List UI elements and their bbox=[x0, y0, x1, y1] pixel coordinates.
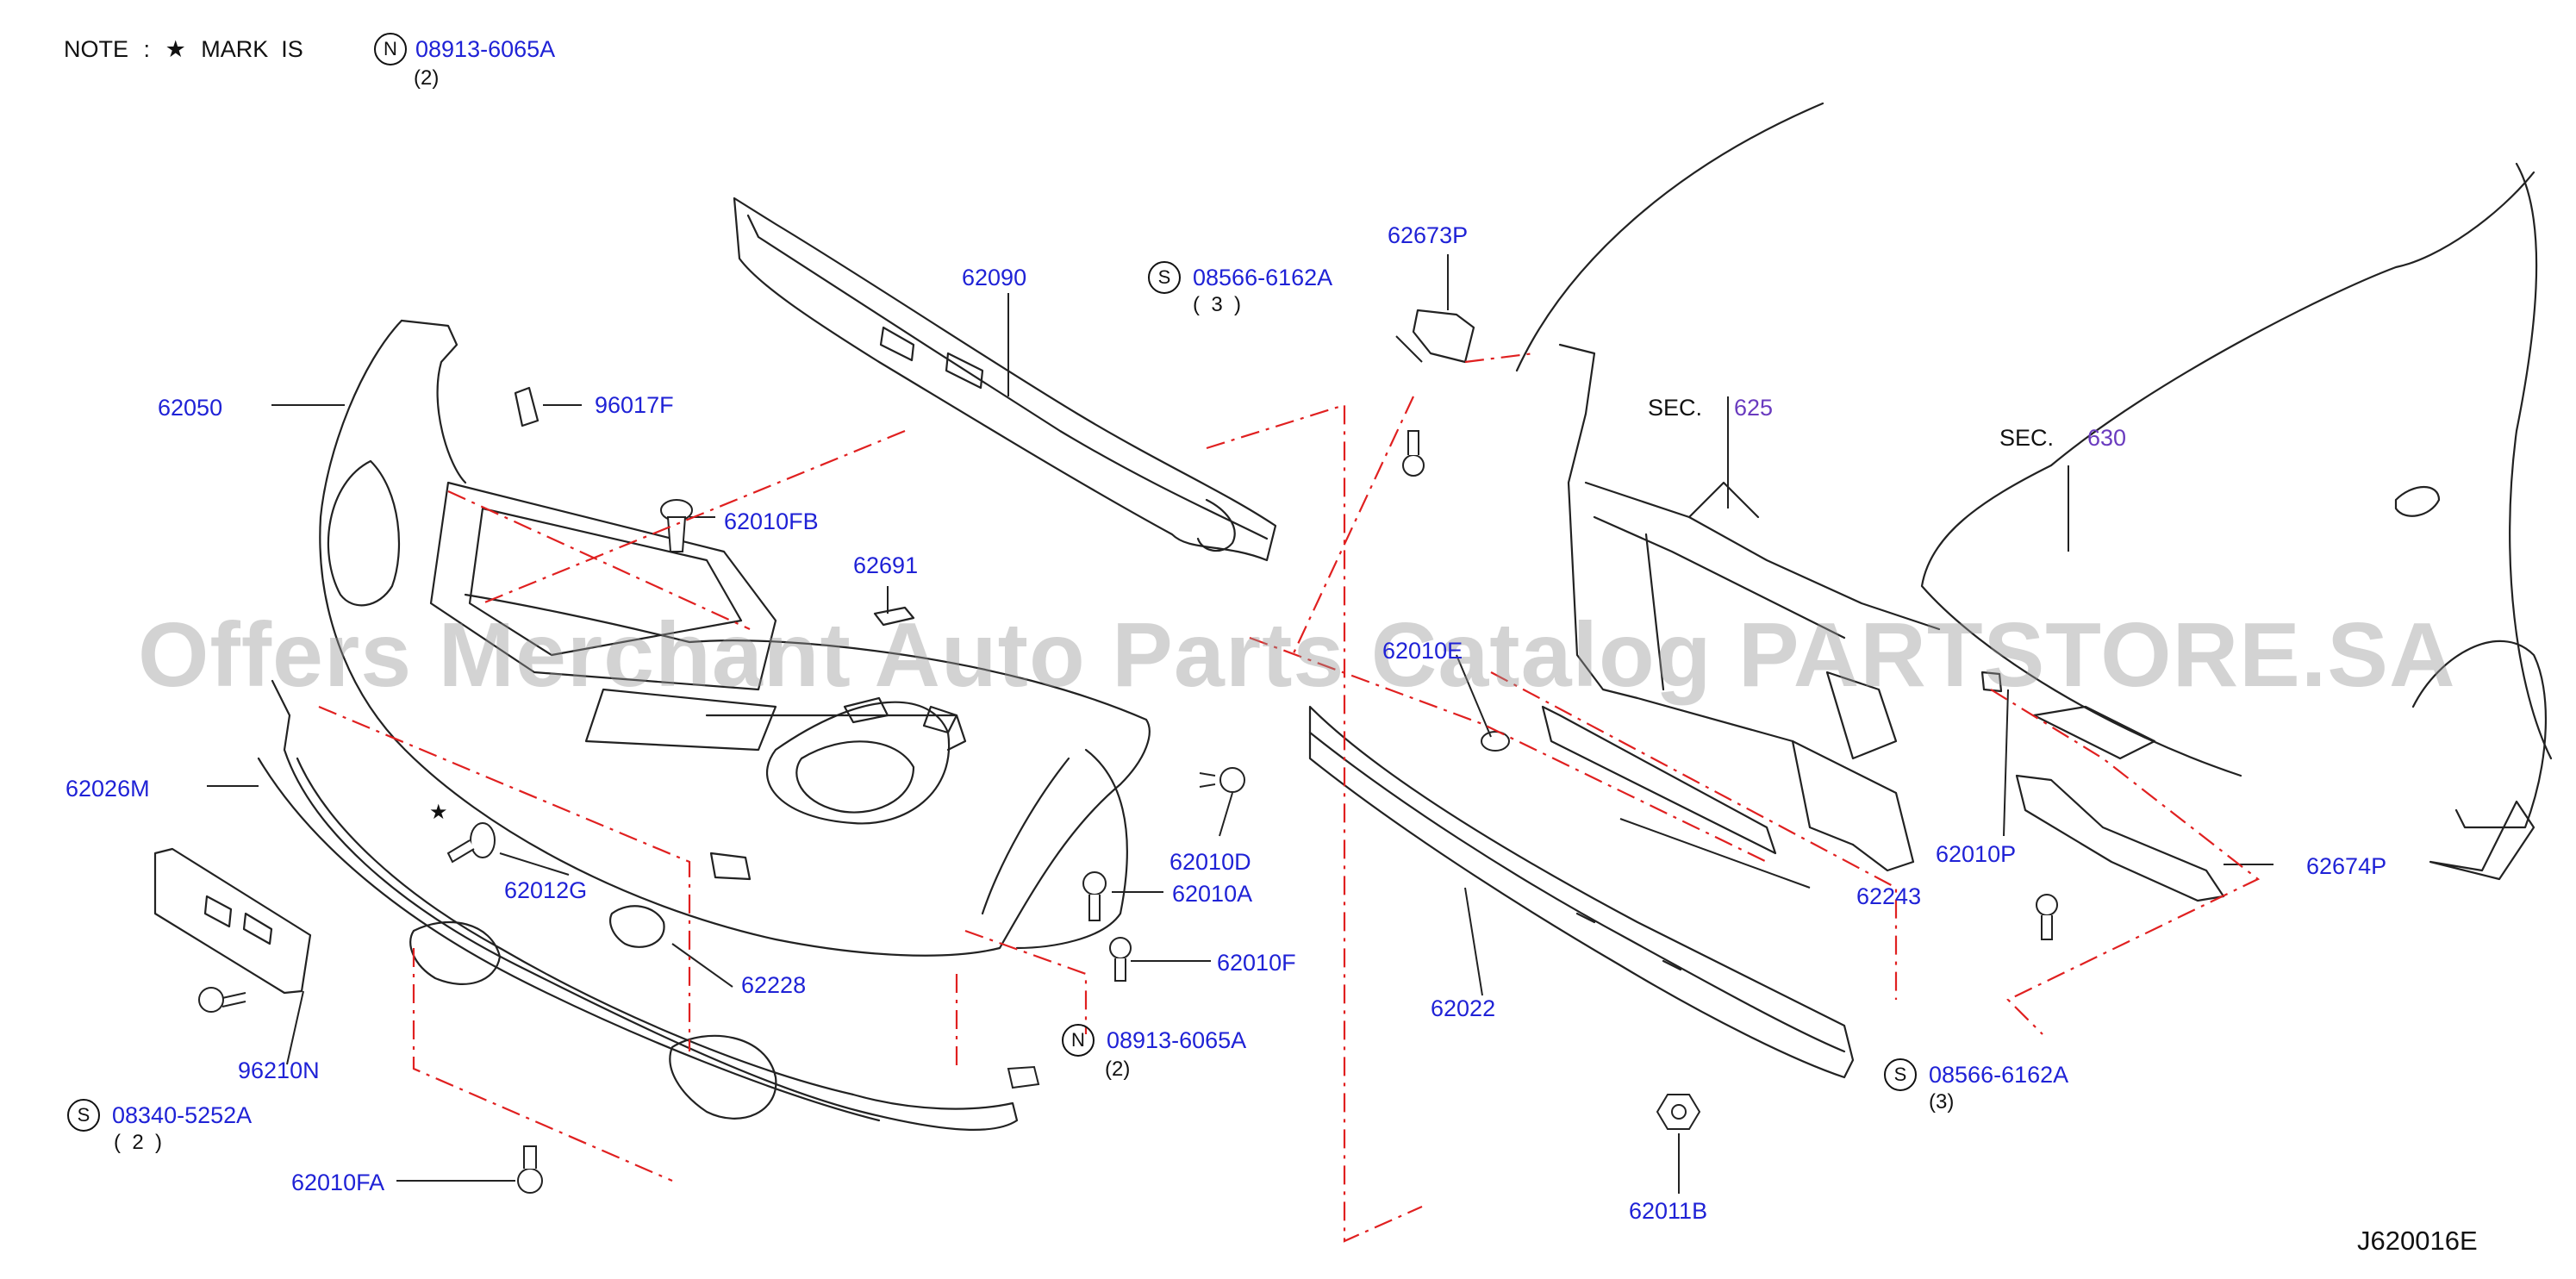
lower-reinforcement-shape bbox=[1308, 705, 1855, 1079]
part-label-62228[interactable]: 62228 bbox=[741, 972, 807, 998]
lower-absorber-shape bbox=[257, 679, 1019, 1131]
bolt-62010d-icon bbox=[1199, 767, 1245, 793]
section-number-630[interactable]: 630 bbox=[2087, 425, 2127, 451]
bracket-62673p-shape bbox=[1412, 309, 1475, 364]
watermark: Offers Merchant Auto Parts Catalog PARTS… bbox=[138, 604, 2456, 706]
section-number-625[interactable]: 625 bbox=[1734, 395, 1774, 421]
clip-96017f-shape bbox=[514, 386, 540, 427]
upper-reinforcement-shape bbox=[733, 197, 1277, 562]
part-label-62022[interactable]: 62022 bbox=[1431, 995, 1496, 1021]
dash-line bbox=[1490, 671, 1898, 1000]
bolt-62010a-icon bbox=[1082, 871, 1107, 921]
fastener-n-mid-icon: N bbox=[1062, 1024, 1095, 1057]
part-label-96017f[interactable]: 96017F bbox=[595, 392, 674, 418]
fastener-s-top-part[interactable]: 08566-6162A bbox=[1193, 265, 1333, 290]
bolt-08340-icon bbox=[198, 987, 246, 1013]
header-note: NOTE : ★ MARK IS bbox=[64, 36, 303, 63]
part-label-62243[interactable]: 62243 bbox=[1856, 883, 1922, 909]
clip-62012g-icon bbox=[446, 822, 496, 864]
dash-line bbox=[1206, 403, 1423, 1243]
star-icon: ★ bbox=[165, 36, 186, 62]
bumper-fascia-shape bbox=[319, 319, 1151, 957]
fastener-s-left-qty: ( 2 ) bbox=[114, 1131, 163, 1154]
note-quantity: (2) bbox=[414, 66, 440, 90]
license-plate-bracket-shape bbox=[153, 847, 312, 995]
fastener-s-right-part[interactable]: 08566-6162A bbox=[1929, 1062, 2069, 1088]
clip-62010e-icon bbox=[1481, 731, 1510, 752]
note-colon: : bbox=[143, 36, 151, 62]
part-label-62050[interactable]: 62050 bbox=[158, 395, 223, 421]
part-label-62010d[interactable]: 62010D bbox=[1169, 849, 1251, 875]
clip-62010f-icon bbox=[1109, 937, 1132, 982]
clip-62691-shape bbox=[873, 606, 915, 627]
part-label-62026m[interactable]: 62026M bbox=[65, 776, 150, 802]
part-label-62090[interactable]: 62090 bbox=[962, 265, 1027, 290]
section-prefix-625: SEC. bbox=[1648, 395, 1703, 421]
part-label-96210n[interactable]: 96210N bbox=[238, 1058, 320, 1083]
bolt-08566-top-icon bbox=[1402, 430, 1425, 477]
section-prefix-630: SEC. bbox=[1999, 425, 2055, 451]
clip-08913-icon bbox=[1007, 1065, 1040, 1089]
fastener-n-mid-part[interactable]: 08913-6065A bbox=[1107, 1027, 1247, 1053]
part-label-62010a[interactable]: 62010A bbox=[1172, 881, 1253, 907]
clip-62010fb-icon bbox=[660, 499, 693, 552]
part-label-62011b[interactable]: 62011B bbox=[1629, 1198, 1708, 1224]
note-mark-is: MARK IS bbox=[201, 36, 303, 62]
bracket-62674p-shape bbox=[2015, 774, 2225, 902]
part-label-62010fb[interactable]: 62010FB bbox=[724, 508, 819, 534]
fastener-s-right-qty: (3) bbox=[1929, 1090, 1955, 1114]
fastener-n-mid-qty: (2) bbox=[1105, 1058, 1131, 1081]
nut-62011b-icon bbox=[1656, 1094, 1701, 1130]
part-label-62010fa[interactable]: 62010FA bbox=[291, 1170, 385, 1195]
note-prefix: NOTE bbox=[64, 36, 129, 62]
fastener-s-top-qty: ( 3 ) bbox=[1193, 293, 1242, 316]
bracket-62243-shape bbox=[1541, 705, 1777, 855]
part-label-62673p[interactable]: 62673P bbox=[1388, 222, 1469, 248]
dash-line bbox=[1292, 396, 1414, 656]
dash-line bbox=[412, 948, 673, 1182]
dash-line bbox=[964, 929, 1088, 1034]
radiator-core-support-shape bbox=[1558, 343, 1941, 872]
part-label-62012g[interactable]: 62012G bbox=[504, 877, 588, 903]
dash-line bbox=[1249, 636, 1768, 863]
fastener-s-top-icon: S bbox=[1148, 261, 1181, 294]
part-label-62010e[interactable]: 62010E bbox=[1382, 638, 1463, 664]
dash-line bbox=[318, 705, 691, 1051]
star-mark-icon: ★ bbox=[429, 801, 448, 824]
dash-line bbox=[1464, 352, 1535, 364]
fastener-s-left-icon: S bbox=[67, 1099, 100, 1132]
dash-line bbox=[482, 429, 906, 605]
clip-62010fa-icon bbox=[517, 1145, 543, 1194]
bracket-62010p-shape bbox=[1980, 671, 2003, 693]
fastener-s-left-part[interactable]: 08340-5252A bbox=[112, 1102, 253, 1128]
part-label-62674p[interactable]: 62674P bbox=[2306, 853, 2387, 879]
diagram-code: J620016E bbox=[2357, 1226, 2478, 1256]
cover-62228-shape bbox=[609, 905, 665, 948]
note-part-number[interactable]: 08913-6065A bbox=[415, 36, 556, 62]
fastener-s-right-icon: S bbox=[1884, 1058, 1917, 1091]
note-circle-n-icon: N bbox=[374, 33, 407, 66]
part-label-62010p[interactable]: 62010P bbox=[1936, 841, 2017, 867]
fender-shape bbox=[1515, 102, 2553, 881]
part-label-62691[interactable]: 62691 bbox=[853, 552, 919, 578]
part-label-62010f[interactable]: 62010F bbox=[1217, 950, 1296, 976]
bolt-08566-right-icon bbox=[2036, 894, 2058, 940]
dash-line bbox=[1990, 689, 2261, 1035]
